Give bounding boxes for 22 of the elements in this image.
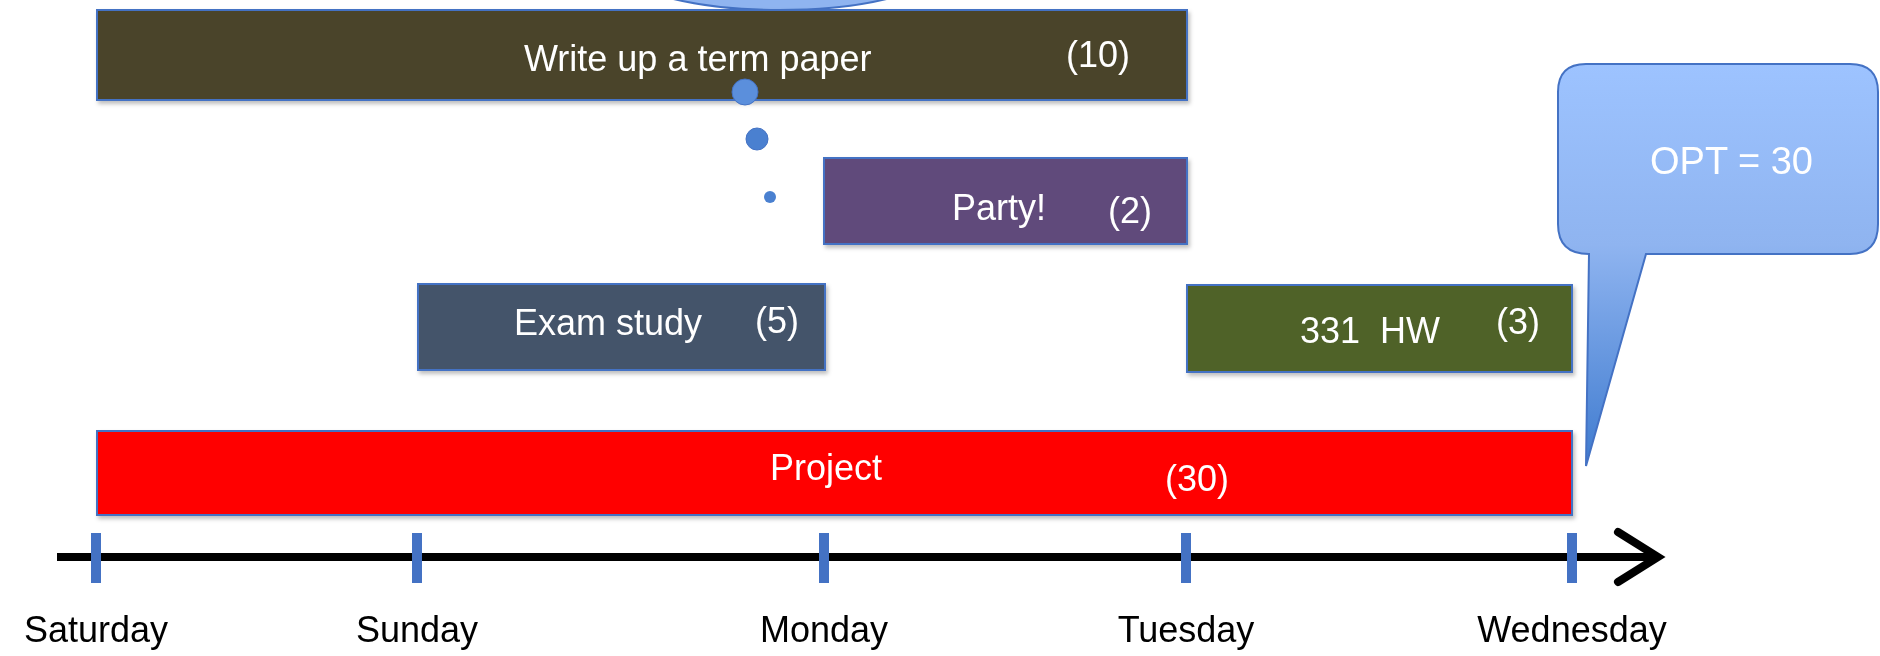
callout-text: OPT = 30 (1650, 142, 1813, 180)
task-duration: (30) (1165, 461, 1230, 497)
task-bar (823, 157, 1188, 245)
task-duration: (10) (1066, 37, 1131, 73)
day-label: Monday (759, 612, 889, 648)
day-label: Tuesday (1117, 612, 1255, 648)
task-duration: (5) (755, 303, 799, 339)
task-bar (417, 283, 826, 371)
task-name: 331 HW (1300, 313, 1441, 349)
task-bar (1186, 284, 1573, 373)
task-name: Party! (952, 190, 1047, 226)
task-name: Project (770, 450, 883, 486)
task-duration: (2) (1108, 193, 1152, 229)
day-label: Sunday (355, 612, 479, 648)
task-bar (96, 430, 1573, 516)
day-label: Wednesday (1477, 612, 1667, 648)
task-name: Exam study (514, 305, 703, 341)
task-name: Write up a term paper (524, 41, 872, 77)
speech-callout (1556, 62, 1880, 466)
day-label: Saturday (23, 612, 169, 648)
task-duration: (3) (1496, 304, 1540, 340)
task-bar (96, 9, 1188, 101)
